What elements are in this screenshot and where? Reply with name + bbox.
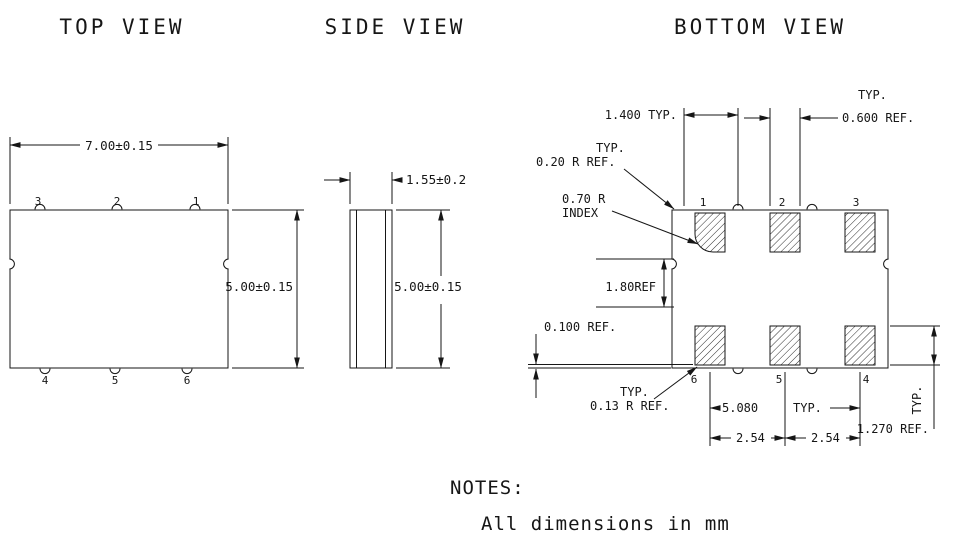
dimension-text: 0.100 REF. bbox=[544, 320, 616, 334]
side-view-height-dimension: 5.00±0.15 bbox=[394, 209, 462, 369]
dim-index-radius: 0.70 R INDEX bbox=[562, 192, 699, 245]
dim-pad-corner-radius: TYP. 0.13 R REF. bbox=[590, 366, 698, 413]
notes: NOTES: All dimensions in mm bbox=[450, 477, 730, 535]
dim-pad-height: 1.270 REF. TYP. bbox=[857, 325, 940, 436]
dim-pad-width: TYP. 0.600 REF. bbox=[744, 88, 914, 206]
pin-label: 6 bbox=[691, 373, 698, 386]
side-view: 1.55±0.2 5.00±0.15 bbox=[324, 172, 466, 369]
pin-label: 3 bbox=[35, 195, 42, 208]
pin-label: 4 bbox=[863, 373, 870, 386]
side-view-title: SIDE VIEW bbox=[325, 15, 466, 39]
dimension-text: 2.54 bbox=[811, 431, 840, 445]
pad-4 bbox=[844, 325, 876, 366]
pin-label: 3 bbox=[853, 196, 860, 209]
dimension-text: 1.270 REF. bbox=[857, 422, 929, 436]
notes-body: All dimensions in mm bbox=[481, 513, 730, 535]
pin-label: 6 bbox=[184, 374, 191, 387]
side-view-outline bbox=[349, 209, 393, 369]
castellation-notch bbox=[189, 203, 201, 210]
dimension-text: TYP. bbox=[620, 385, 649, 399]
pad-6 bbox=[694, 325, 726, 366]
top-view: 3 2 1 4 5 6 7.00±0.15 5.00±0.15 bbox=[9, 137, 304, 387]
castellation-notch bbox=[39, 368, 51, 375]
dimension-text: 0.600 REF. bbox=[842, 111, 914, 125]
dimension-text: 2.54 bbox=[736, 431, 765, 445]
pin-label: 5 bbox=[112, 374, 119, 387]
dimension-text: 1.55±0.2 bbox=[406, 172, 466, 187]
dimension-text: 7.00±0.15 bbox=[85, 138, 153, 153]
pin-label: 2 bbox=[114, 195, 121, 208]
castellation-notch bbox=[806, 368, 818, 375]
castellation-notch bbox=[883, 258, 889, 270]
bottom-view-title: BOTTOM VIEW bbox=[674, 15, 846, 39]
dimension-text: TYP. bbox=[858, 88, 887, 102]
leader-line bbox=[623, 168, 675, 210]
notes-heading: NOTES: bbox=[450, 477, 525, 499]
pin-label: 4 bbox=[42, 374, 49, 387]
castellation-notch bbox=[109, 368, 121, 375]
dimension-text: TYP. bbox=[596, 141, 625, 155]
pin-label: 1 bbox=[700, 196, 707, 209]
dimension-text: 0.70 R bbox=[562, 192, 606, 206]
dimension-text: TYP. bbox=[910, 386, 924, 415]
leader-line bbox=[653, 366, 698, 400]
dim-pad-span: 5.080 TYP. 2.54 2.54 bbox=[709, 372, 861, 446]
dimension-text: 5.00±0.15 bbox=[394, 279, 462, 294]
dim-row-gap: 1.80REF bbox=[596, 258, 674, 308]
dimension-text: 5.080 bbox=[722, 401, 758, 415]
pad-2 bbox=[769, 212, 801, 253]
dimension-text: 1.80REF bbox=[605, 280, 656, 294]
dimension-text: TYP. bbox=[793, 401, 822, 415]
top-view-outline bbox=[9, 209, 229, 369]
dimension-text: 1.400 TYP. bbox=[605, 108, 677, 122]
bottom-view: 1 2 3 6 5 4 1.400 TYP. TYP. 0.600 REF. T… bbox=[528, 88, 940, 446]
dim-corner-radius: TYP. 0.20 R REF. bbox=[536, 141, 675, 210]
castellation-notch bbox=[223, 258, 229, 270]
pin-label: 2 bbox=[779, 196, 786, 209]
pad-3 bbox=[844, 212, 876, 253]
pad-5 bbox=[769, 325, 801, 366]
dimension-text: 0.20 R REF. bbox=[536, 155, 615, 169]
dimension-text: INDEX bbox=[562, 206, 599, 220]
castellation-notch bbox=[34, 203, 46, 210]
castellation-notch bbox=[806, 203, 818, 210]
dim-index-offset: 1.400 TYP. bbox=[605, 108, 739, 206]
castellation-notch bbox=[732, 368, 744, 375]
side-view-thickness-dimension: 1.55±0.2 bbox=[324, 172, 466, 204]
castellation-notch bbox=[671, 258, 677, 270]
bottom-view-outline bbox=[671, 209, 889, 369]
dimension-text: 5.00±0.15 bbox=[225, 279, 293, 294]
castellation-notch bbox=[9, 258, 15, 270]
dim-edge-offset: 0.100 REF. bbox=[528, 320, 693, 398]
pin-label: 5 bbox=[776, 373, 783, 386]
pin-label: 1 bbox=[193, 195, 200, 208]
top-view-title: TOP VIEW bbox=[59, 15, 184, 39]
dimension-text: 0.13 R REF. bbox=[590, 399, 669, 413]
castellation-notch bbox=[181, 368, 193, 375]
leader-line bbox=[611, 210, 699, 245]
castellation-notch bbox=[111, 203, 123, 210]
top-view-height-dimension: 5.00±0.15 bbox=[225, 209, 304, 369]
top-view-width-dimension: 7.00±0.15 bbox=[9, 137, 229, 204]
pad-1-index bbox=[694, 212, 726, 253]
